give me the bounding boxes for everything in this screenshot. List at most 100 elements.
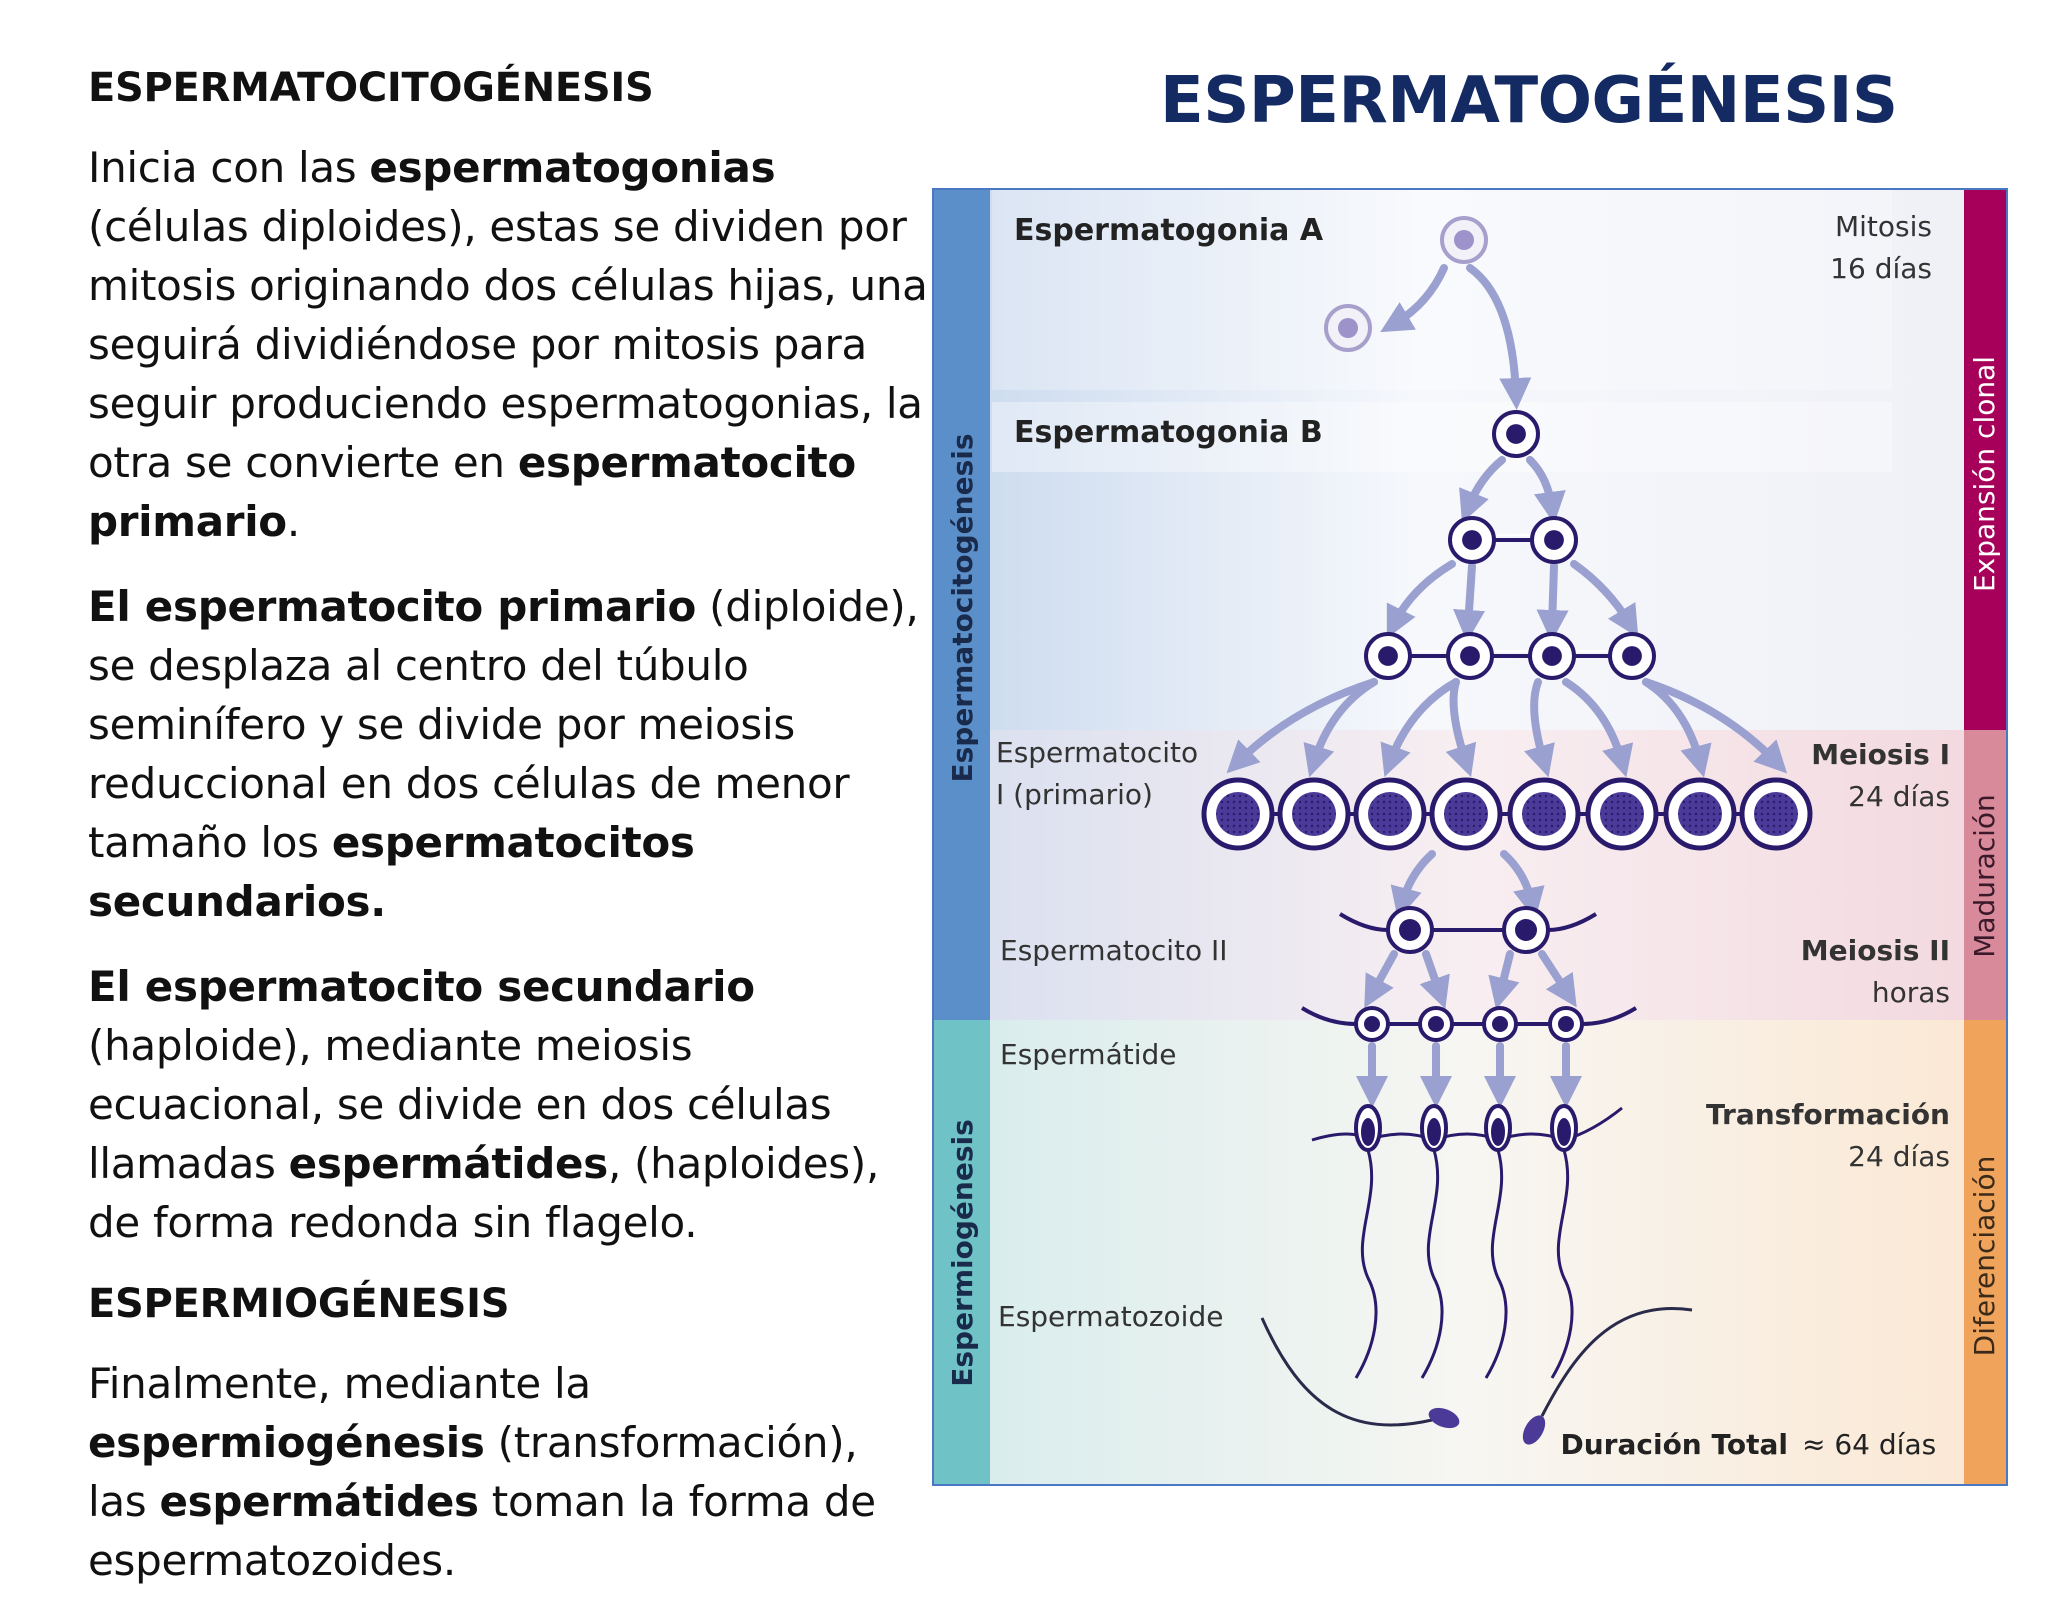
spermatogenesis-diagram: Espermatocitogénesis Espermiogénesis Exp… [932, 188, 2008, 1486]
phase-meiosis-ii-time: horas [1872, 976, 1950, 1009]
division-arrow [1364, 950, 1398, 1009]
nucleus [1506, 424, 1526, 444]
stage-espermatide: Espermátide [1000, 1038, 1177, 1071]
division-arrow [1390, 850, 1436, 920]
nucleus [1444, 792, 1488, 836]
flagellum [1354, 1149, 1378, 1379]
stage-espermatogonia-b: Espermatogonia B [1014, 415, 1323, 450]
division-arrow [1419, 950, 1450, 1010]
nucleus [1292, 792, 1336, 836]
left-band-espermiogenesis [934, 1020, 990, 1484]
nucleus [1462, 530, 1482, 550]
division-arrow [1524, 678, 1555, 778]
paragraph-espermatogonias: Inicia con las espermatogonias (células … [88, 138, 928, 551]
paragraph-espermiogenesis: Finalmente, mediante la espermiogénesis … [88, 1354, 928, 1590]
nucleus [1378, 646, 1398, 666]
nucleus [1368, 792, 1412, 836]
division-arrow [1386, 560, 1456, 639]
left-band-espermatocitogenesis [934, 190, 990, 1020]
bridge-open-end [1581, 1006, 1638, 1026]
spermatozoon-tail [1540, 1307, 1693, 1417]
label-espermiogenesis: Espermiogénesis [946, 1119, 979, 1387]
flagellum [1484, 1149, 1508, 1379]
bold-term: El espermatocito secundario [88, 962, 755, 1011]
text-column: ESPERMATOCITOGÉNESIS Inicia con las espe… [88, 62, 928, 1616]
total-duration-value: ≈ 64 días [1802, 1428, 1936, 1461]
bold-term: espermatocitos secundarios. [88, 818, 695, 926]
spermatozoon-tail [1260, 1317, 1433, 1427]
nucleus [1428, 1016, 1444, 1032]
bold-term: espermátides [159, 1477, 479, 1526]
text-run: Inicia con las [88, 143, 370, 192]
bold-term: espermatogonias [369, 143, 776, 192]
label-expansion-clonal: Expansión clonal [1968, 356, 2001, 592]
page-title: ESPERMATOGÉNESIS [1160, 64, 1898, 138]
division-arrow [1500, 850, 1545, 920]
label-maduracion: Maduración [1968, 794, 2001, 958]
flagellum [1420, 1149, 1444, 1379]
division-arrow [1380, 264, 1448, 333]
nucleus [1492, 1016, 1508, 1032]
heading-espermatocitogenesis: ESPERMATOCITOGÉNESIS [88, 65, 654, 111]
spermatozoon-head [1428, 1407, 1460, 1429]
stage-espermatozoide: Espermatozoide [998, 1300, 1223, 1333]
nucleus [1558, 1016, 1574, 1032]
text-run: Finalmente, mediante la [88, 1359, 591, 1408]
cells-layer [1201, 216, 1813, 1042]
bridge-open-end [1547, 912, 1598, 932]
phase-transformacion-days: 24 días [1848, 1140, 1950, 1173]
division-arrow [1562, 678, 1634, 778]
text-run: . [286, 497, 300, 546]
nucleus [1216, 792, 1260, 836]
division-arrow [1488, 950, 1520, 1010]
paragraph-espermatocito-primario: El espermatocito primario (diploide), se… [88, 577, 928, 931]
text-run: , (haploides), de forma redonda sin flag… [88, 1139, 879, 1247]
bold-term: El espermatocito primario [88, 582, 697, 631]
nucleus [1754, 792, 1798, 836]
nucleus [1557, 1118, 1571, 1146]
phase-meiosis-i: Meiosis I [1811, 738, 1950, 771]
division-arrow [1226, 678, 1378, 774]
heading-espermiogenesis: ESPERMIOGÉNESIS [88, 1281, 510, 1327]
text-run: toman la forma de espermatozoides. [88, 1477, 876, 1585]
stage-espermatocito-ii: Espermatocito II [1000, 934, 1228, 967]
nucleus [1622, 646, 1642, 666]
nucleus [1522, 792, 1566, 836]
phase-meiosis-i-days: 24 días [1848, 780, 1950, 813]
division-arrow [1570, 560, 1639, 638]
bold-term: espermatocito primario [88, 438, 856, 546]
nucleus [1454, 230, 1474, 250]
band-meiosis-bg [934, 730, 2006, 1020]
nucleus [1399, 919, 1421, 941]
spermatozoon-head [1522, 1415, 1546, 1445]
label-diferenciacion: Diferenciación [1968, 1156, 2001, 1357]
division-arrow [1642, 678, 1788, 774]
nucleus [1678, 792, 1722, 836]
division-arrow [1445, 678, 1477, 778]
phase-mitosis: Mitosis [1835, 210, 1932, 243]
division-arrow [1380, 678, 1460, 778]
band-differentiation-bg [934, 1020, 2006, 1484]
division-arrow [1303, 678, 1378, 778]
stage-espermatogonia-a: Espermatogonia A [1014, 213, 1324, 248]
bridge-open-end [1338, 912, 1389, 932]
flagellum [1550, 1149, 1574, 1379]
nucleus [1364, 1016, 1380, 1032]
division-arrow [1466, 264, 1532, 410]
stage-espermatocito-i-line1: Espermatocito [996, 736, 1198, 769]
bridge-open-end [1300, 1006, 1357, 1026]
phase-mitosis-days: 16 días [1830, 252, 1932, 285]
phase-meiosis-ii: Meiosis II [1801, 934, 1950, 967]
nucleus [1600, 792, 1644, 836]
nucleus [1542, 646, 1562, 666]
right-band-maduracion [1964, 730, 2006, 1020]
division-arrow [1538, 950, 1577, 1008]
nucleus [1544, 530, 1564, 550]
nucleus [1491, 1118, 1505, 1146]
phase-transformacion: Transformación [1706, 1098, 1950, 1131]
right-band-diferenciacion [1964, 1020, 2006, 1484]
total-duration-label: Duración Total [1561, 1428, 1789, 1461]
nucleus [1427, 1118, 1441, 1146]
sperm-layer [1260, 1104, 1693, 1445]
stage-espermatocito-i-line2: I (primario) [996, 778, 1153, 811]
